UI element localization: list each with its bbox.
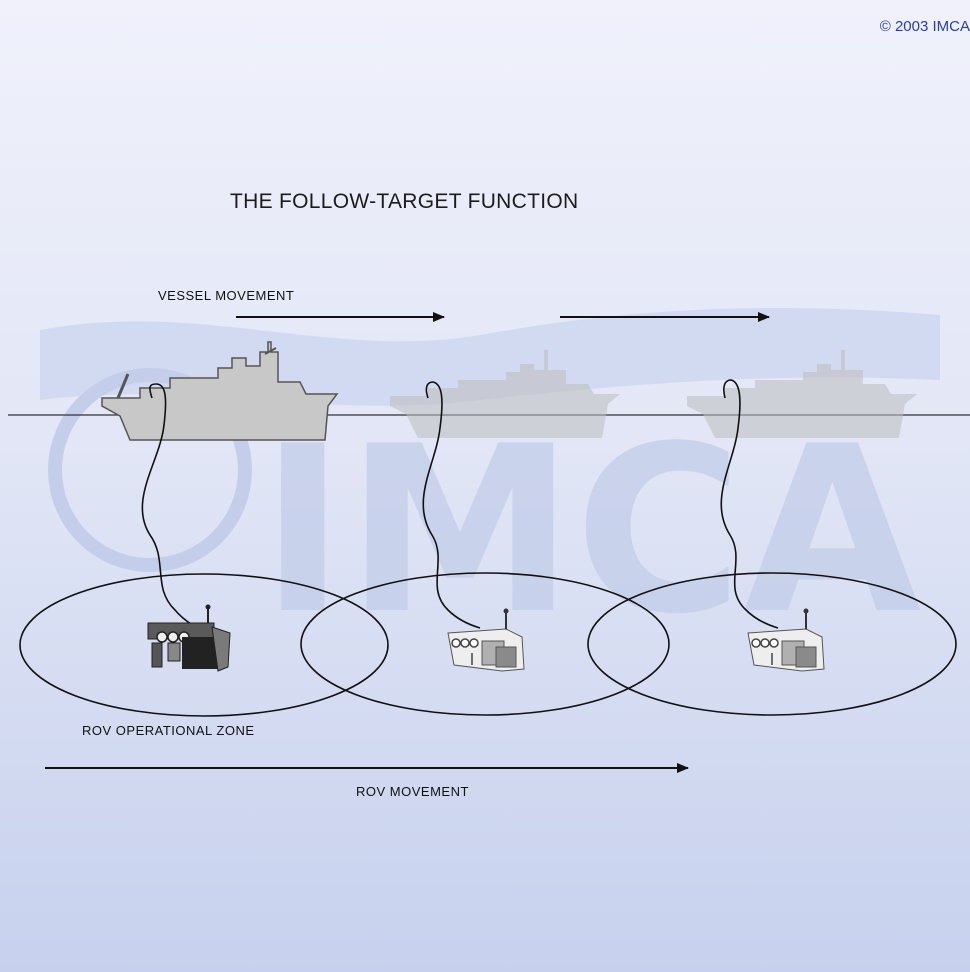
rov-icon-3 <box>747 608 825 672</box>
vessel-icon-ghost-2 <box>687 350 917 438</box>
watermark-globe <box>48 368 252 572</box>
rov-movement-label: ROV MOVEMENT <box>356 784 469 799</box>
diagram-title: THE FOLLOW-TARGET FUNCTION <box>230 190 579 213</box>
umbilical-3 <box>720 379 779 629</box>
rov-zone-3 <box>587 572 957 716</box>
rov-zone-1 <box>19 573 389 717</box>
rov-icon-active <box>147 604 231 672</box>
rov-zone-2 <box>300 572 670 716</box>
copyright-notice: © 2003 IMCA <box>879 18 970 35</box>
vessel-icon-active <box>101 341 339 441</box>
rov-operational-zone-label: ROV OPERATIONAL ZONE <box>82 723 255 738</box>
rov-icon-2 <box>447 608 525 672</box>
umbilical-1 <box>141 383 211 635</box>
vessel-icon-ghost-1 <box>390 350 620 438</box>
watermark-text: IMCA <box>260 398 921 665</box>
vessel-movement-label: VESSEL MOVEMENT <box>158 288 295 303</box>
umbilical-2 <box>422 381 481 629</box>
